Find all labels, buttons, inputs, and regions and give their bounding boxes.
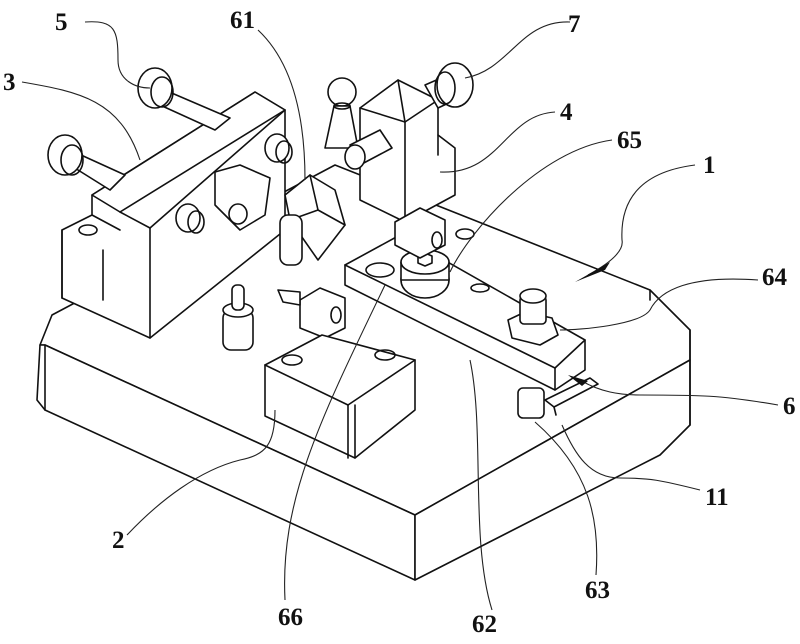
label-66: 66	[278, 604, 303, 631]
label-61: 61	[230, 7, 255, 34]
label-6: 6	[783, 393, 796, 420]
guide-pin	[517, 387, 545, 419]
label-65: 65	[617, 127, 642, 154]
label-4: 4	[560, 99, 573, 126]
left-clamp-block	[61, 91, 286, 339]
right-clamp-block	[344, 79, 456, 223]
label-2: 2	[112, 527, 125, 554]
adjusting-nut	[507, 288, 559, 346]
label-62: 62	[472, 611, 497, 638]
support-block	[264, 334, 416, 459]
label-63: 63	[585, 577, 610, 604]
reference-labels: 5 3 61 7 4 65 1 64 6 11 2 63 66 62	[3, 7, 796, 638]
label-11: 11	[705, 484, 729, 511]
label-1: 1	[703, 152, 716, 179]
label-3: 3	[3, 69, 16, 96]
left-adjusting-screws	[47, 67, 231, 191]
label-5: 5	[55, 9, 68, 36]
label-64: 64	[762, 264, 788, 291]
socket-head-bolt	[400, 249, 450, 299]
leader-lines	[21, 21, 779, 611]
centre-post	[324, 77, 359, 149]
locating-pin	[222, 284, 254, 351]
right-adjusting-screw	[424, 62, 474, 109]
connector-fitting	[277, 207, 446, 339]
label-7: 7	[568, 11, 581, 38]
pressing-head	[214, 133, 346, 266]
